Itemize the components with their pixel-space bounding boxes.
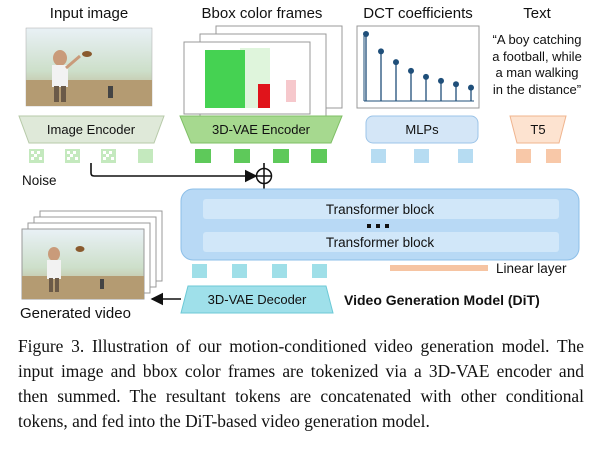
dct-plot [356,25,480,109]
header-bbox-frames: Bbox color frames [202,5,323,22]
transformer-block-bottom-label: Transformer block [326,235,435,250]
linear-layer-label: Linear layer [496,261,567,276]
mlps-label: MLPs [405,122,439,137]
header-dct-coefficients: DCT coefficients [363,5,473,22]
noise-sum-arrow [90,163,258,183]
prompt-line-3: a man walking [495,65,578,80]
vae-decoder-box [180,285,334,314]
header-text: Text [523,5,551,22]
t5-box [509,115,567,144]
vae-tokens [195,149,327,163]
transformer-block-top-label: Transformer block [326,202,435,217]
model-title: Video Generation Model (DiT) [344,292,540,308]
figure-caption: Figure 3. Illustration of our motion-con… [18,336,584,431]
t5-tokens [516,149,561,163]
image-encoder-label: Image Encoder [47,122,136,137]
noise-tokens [29,149,153,163]
image-encoder-box [18,115,165,144]
dct-stems [363,31,474,101]
mlp-tokens [371,149,473,163]
input-image [25,27,153,107]
transformer-block-top [203,199,559,219]
prompt-line-2: a football, while [492,49,582,64]
vae-encoder-box [179,115,343,144]
sum-icon [255,167,273,185]
generated-video-frames [21,210,163,300]
mlps-box [365,115,479,144]
dct-point [468,84,474,91]
noise-label: Noise [22,173,57,188]
bbox-color-frames [183,25,343,117]
vae-encoder-label: 3D-VAE Encoder [212,122,311,137]
dct-point [408,67,414,74]
prompt-line-4: in the distance” [493,82,581,97]
dct-point [378,48,384,55]
header-input-image: Input image [50,5,128,22]
dct-point [438,77,444,84]
prompt-line-1: “A boy catching [493,32,582,47]
dct-point [423,73,429,80]
t5-label: T5 [530,122,545,137]
vae-decoder-label: 3D-VAE Decoder [208,292,307,307]
dct-point [393,59,399,66]
transformer-block-bottom [203,232,559,252]
dit-tokens [192,264,327,278]
dct-point [453,81,459,88]
ellipsis-icon [367,224,389,228]
dct-point [363,31,369,37]
linear-layer-bar [390,265,488,271]
generated-video-label: Generated video [20,305,131,322]
